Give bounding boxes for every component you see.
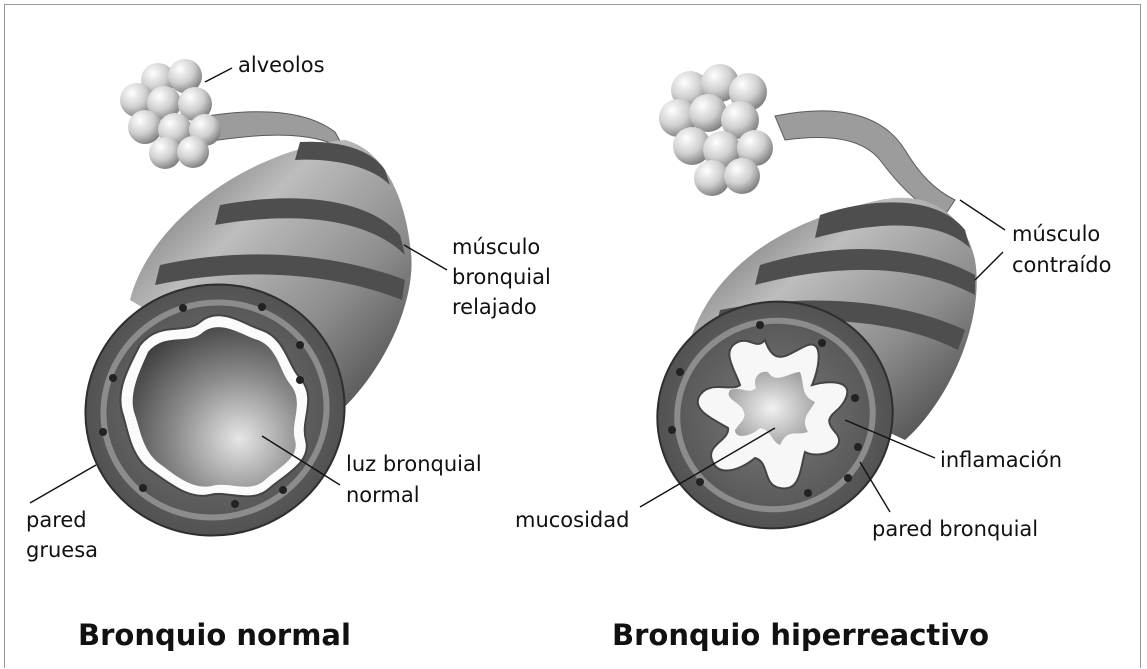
title-hiperreactivo: Bronquio hiperreactivo bbox=[612, 618, 989, 652]
label-mucosidad: mucosidad bbox=[515, 508, 629, 532]
hyper-alveoli bbox=[659, 64, 773, 196]
label-luz-line1: luz bronquial bbox=[346, 452, 482, 476]
label-pared-line2: gruesa bbox=[26, 538, 98, 562]
leader-musculo-contraido-2 bbox=[975, 252, 1003, 280]
label-inflamacion: inflamación bbox=[940, 448, 1062, 472]
label-luz-line2: normal bbox=[346, 483, 420, 507]
title-normal: Bronquio normal bbox=[78, 618, 351, 652]
label-alveolos: alveolos bbox=[238, 53, 325, 77]
normal-alveoli bbox=[120, 59, 221, 169]
label-musculo-line2: bronquial bbox=[452, 265, 551, 289]
label-musculo-contraido-line2: contraído bbox=[1012, 253, 1111, 277]
label-pared-bronquial: pared bronquial bbox=[872, 517, 1038, 541]
label-musculo-line3: relajado bbox=[452, 295, 537, 319]
leader-pared-gruesa bbox=[30, 465, 96, 503]
label-pared-line1: pared bbox=[26, 508, 87, 532]
leader-musculo-contraido-1 bbox=[960, 200, 1005, 230]
leader-alveolos bbox=[205, 68, 232, 82]
label-musculo-contraido-line1: músculo bbox=[1012, 222, 1100, 246]
hyper-stem bbox=[775, 111, 955, 215]
label-musculo-line1: músculo bbox=[452, 235, 540, 259]
